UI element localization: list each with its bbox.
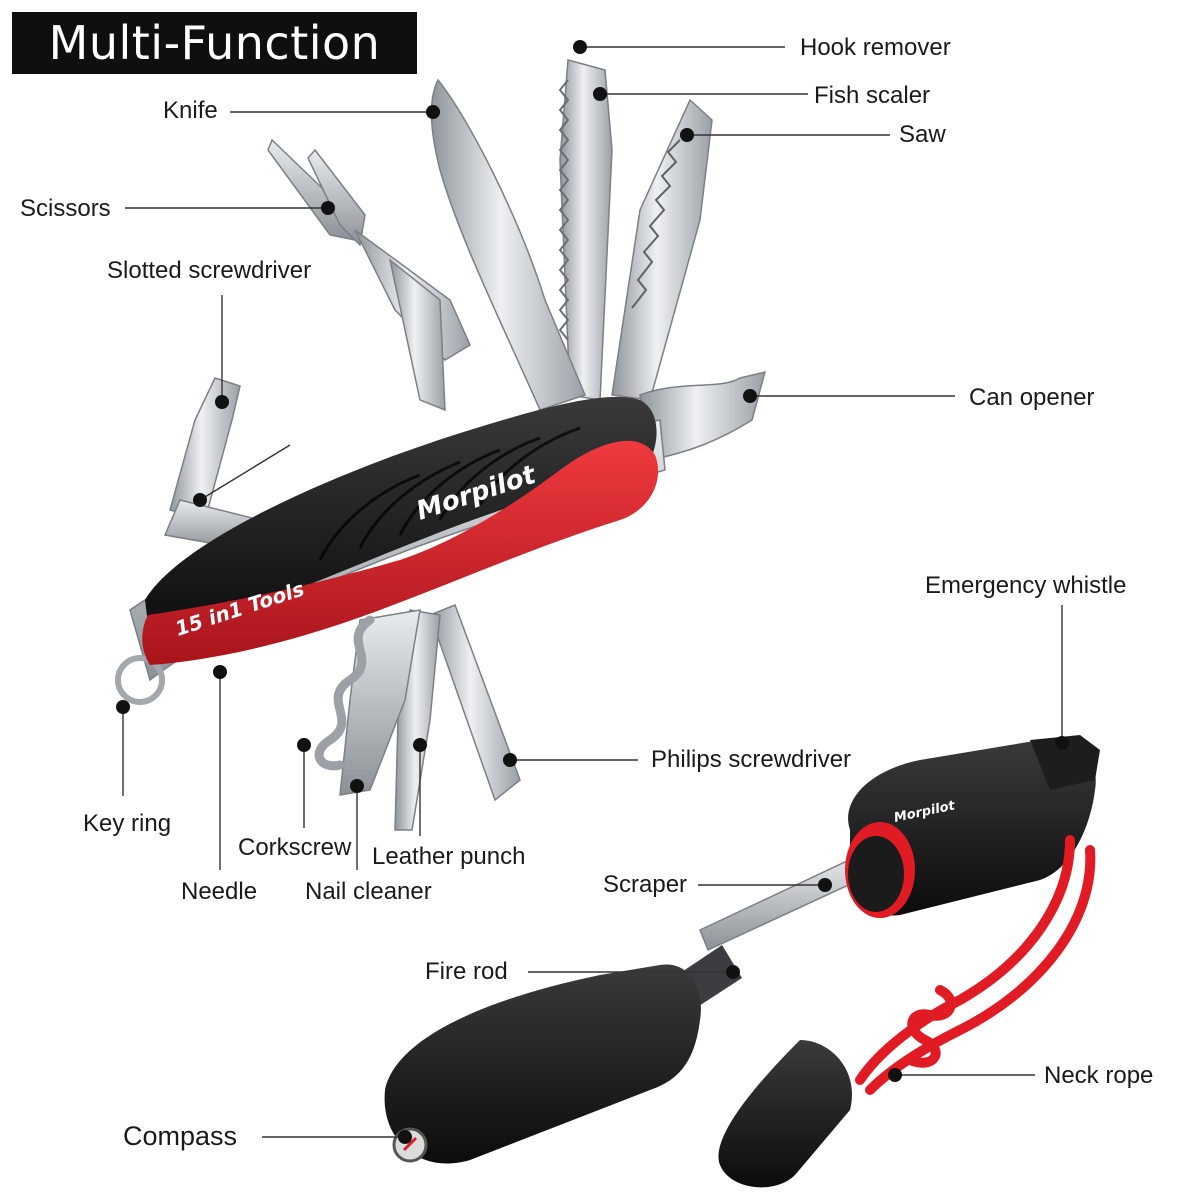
label-needle: Needle: [181, 878, 258, 905]
corkscrew: [314, 615, 375, 771]
fire-starter-kit: Morpilot: [384, 735, 1100, 1188]
label-leather-punch: Leather punch: [372, 843, 526, 870]
neck-rope: [855, 835, 1096, 1095]
scraper-blade: [699, 854, 872, 952]
key-ring-loop: [115, 655, 165, 705]
label-scraper: Scraper: [603, 871, 688, 898]
label-compass: Compass: [123, 1121, 238, 1151]
handle-grip-ridges: [318, 426, 581, 561]
scissors: [267, 138, 471, 412]
label-philips-screwdriver: Philips screwdriver: [651, 746, 852, 773]
callout-lines: [122, 46, 1063, 1138]
label-nail-cleaner: Nail cleaner: [305, 878, 432, 905]
handle-black-scale: [145, 396, 657, 640]
label-slotted-screwdriver: Slotted screwdriver: [107, 257, 312, 284]
whistle-mouthpiece: [1030, 735, 1100, 790]
handle-red-scale: [142, 440, 659, 665]
callout-dots: [116, 40, 1069, 1144]
saw-blade: [611, 98, 713, 401]
label-key-ring: Key ring: [83, 810, 172, 837]
label-knife: Knife: [163, 97, 218, 124]
saw-teeth: [631, 139, 681, 309]
label-fish-scaler: Fish scaler: [814, 82, 931, 109]
label-hook-remover: Hook remover: [800, 34, 951, 61]
rope-buckle: [718, 1040, 852, 1188]
label-corkscrew: Corkscrew: [238, 834, 352, 861]
label-fire-rod: Fire rod: [425, 958, 508, 985]
label-emergency-whistle: Emergency whistle: [925, 572, 1127, 599]
whistle-cap: [848, 836, 904, 912]
label-neck-rope: Neck rope: [1044, 1062, 1154, 1089]
multitool-handle: [142, 396, 659, 665]
label-can-opener: Can opener: [969, 384, 1095, 411]
compass-needle: [402, 1136, 418, 1152]
title-banner: Multi-Function: [12, 12, 417, 74]
fire-starter-handle: [384, 964, 701, 1164]
fish-scaler-blade: [559, 59, 613, 401]
knife-blade: [430, 78, 587, 411]
label-saw: Saw: [899, 121, 946, 148]
label-scissors: Scissors: [20, 195, 111, 222]
philips-screwdriver-blade: [429, 604, 521, 802]
fish-scaler-teeth: [558, 79, 570, 341]
